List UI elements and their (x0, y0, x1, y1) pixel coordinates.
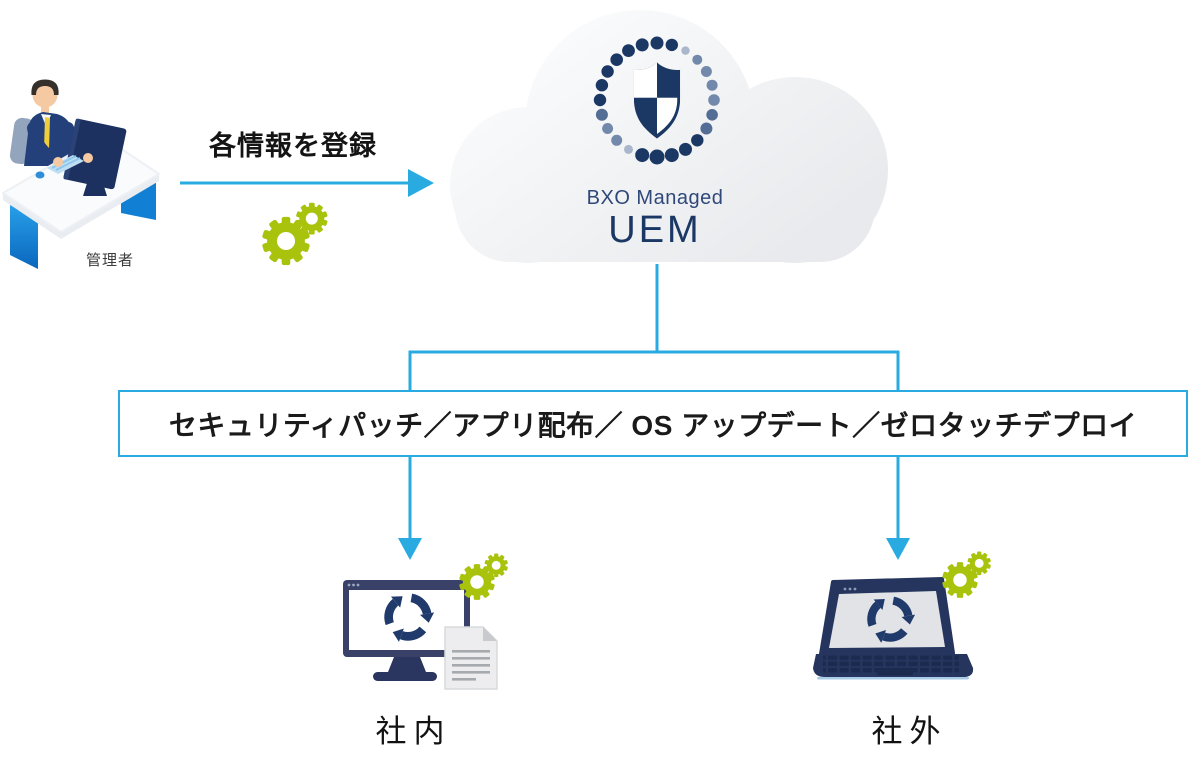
ring-dot (622, 44, 635, 57)
ring-dot (593, 93, 607, 107)
desktop-device (343, 540, 535, 690)
cloud-product-text: UEM (608, 208, 702, 251)
ring-dot (706, 109, 718, 121)
register-arrow (180, 169, 434, 197)
ring-dot (706, 79, 718, 91)
inhouse-label: 社内 (375, 713, 452, 749)
ring-dot (611, 134, 623, 146)
laptop-base (813, 654, 974, 680)
ring-dot (595, 79, 609, 92)
laptop-device (813, 540, 1015, 680)
ring-dot (624, 144, 633, 154)
features-box: セキュリティパッチ／アプリ配布／ OS アップデート／ゼロタッチデプロイ (118, 390, 1188, 457)
ring-dot (664, 148, 679, 163)
ring-dot (650, 36, 664, 50)
external-arrow (886, 457, 910, 560)
cloud-branch-lines (408, 264, 900, 390)
ring-dot (649, 149, 665, 165)
hand (53, 157, 63, 167)
ring-dot (595, 108, 608, 121)
ring-dot (679, 142, 692, 156)
ring-dot (691, 134, 704, 147)
ring-dot (635, 38, 649, 52)
dot-ring (593, 36, 720, 165)
register-arrow-label: 各情報を登録 (209, 130, 377, 161)
ring-dot (635, 148, 650, 163)
hand (83, 153, 93, 163)
inhouse-arrow (398, 457, 422, 560)
ring-dot (700, 122, 713, 135)
ring-dot (602, 123, 614, 134)
mouse (35, 171, 45, 179)
cloud-brand-text: BXO Managed (586, 186, 724, 209)
ring-dot (681, 46, 690, 55)
ring-dot (610, 53, 623, 66)
shield-badge (593, 36, 720, 165)
ring-dot (708, 94, 720, 106)
gears-icon (942, 552, 991, 598)
admin-illustration (2, 79, 160, 269)
gears-icon (262, 203, 328, 265)
admin-label: 管理者 (85, 251, 134, 269)
ring-dot (692, 54, 703, 65)
uem-cloud (450, 10, 888, 263)
ring-dot (665, 38, 678, 52)
gears-icon (459, 554, 508, 600)
document-icon (444, 626, 498, 690)
ring-dot (700, 66, 712, 77)
external-label: 社外 (871, 713, 948, 749)
cloud-shape (450, 10, 888, 263)
ring-dot (601, 65, 614, 78)
laptop-screen (819, 577, 955, 656)
